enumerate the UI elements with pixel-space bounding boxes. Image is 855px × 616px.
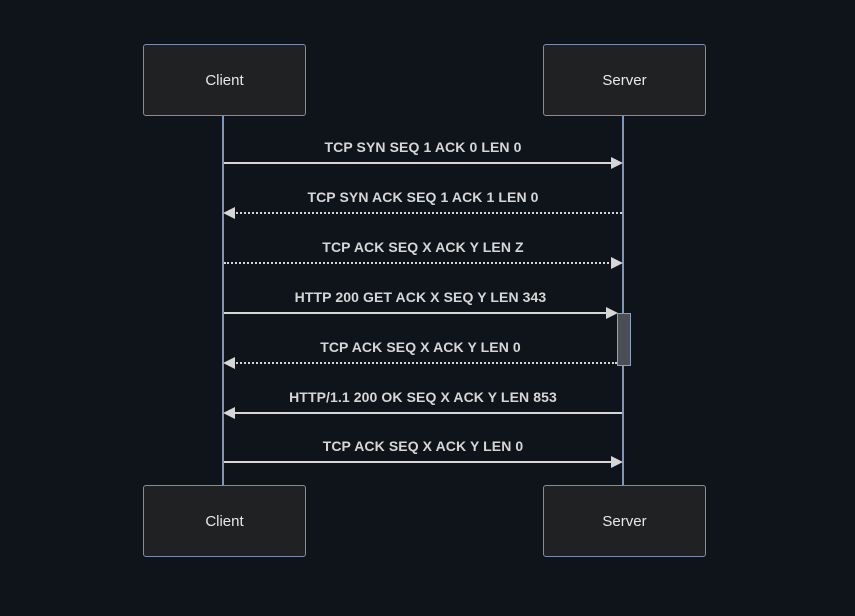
message-label: TCP ACK SEQ X ACK Y LEN 0 [322, 438, 524, 454]
message-line [224, 157, 623, 169]
message-line [223, 407, 622, 419]
activation-bar [617, 313, 631, 366]
message: HTTP/1.1 200 OK SEQ X ACK Y LEN 853 [223, 387, 622, 427]
message-label: TCP SYN SEQ 1 ACK 0 LEN 0 [324, 139, 522, 155]
actor-box-client-bottom: Client [143, 485, 306, 557]
arrowhead-icon [223, 357, 235, 369]
arrow-line [233, 212, 622, 214]
actor-label: Server [602, 71, 647, 89]
message-label: HTTP/1.1 200 OK SEQ X ACK Y LEN 853 [289, 389, 557, 405]
arrow-line [224, 461, 613, 463]
message: TCP SYN ACK SEQ 1 ACK 1 LEN 0 [223, 187, 622, 227]
actor-box-server-bottom: Server [543, 485, 706, 557]
actor-box-server-top: Server [543, 44, 706, 116]
arrow-line [224, 262, 613, 264]
message-label: TCP SYN ACK SEQ 1 ACK 1 LEN 0 [307, 189, 539, 205]
actor-label: Server [602, 512, 647, 530]
arrowhead-icon [223, 407, 235, 419]
lifeline-server [622, 113, 624, 486]
arrow-line [233, 412, 622, 414]
arrowhead-icon [611, 157, 623, 169]
message-line [224, 257, 623, 269]
message: TCP ACK SEQ X ACK Y LEN 0 [223, 337, 617, 377]
arrowhead-icon [223, 207, 235, 219]
message-label: HTTP 200 GET ACK X SEQ Y LEN 343 [294, 289, 547, 305]
message: TCP SYN SEQ 1 ACK 0 LEN 0 [224, 137, 623, 177]
message: HTTP 200 GET ACK X SEQ Y LEN 343 [224, 287, 618, 327]
message-line [223, 357, 617, 369]
arrow-line [233, 362, 617, 364]
actor-label: Client [205, 71, 244, 89]
arrow-line [224, 162, 613, 164]
message-line [224, 307, 618, 319]
message-label: TCP ACK SEQ X ACK Y LEN 0 [320, 339, 521, 355]
arrow-line [224, 312, 608, 314]
actor-label: Client [205, 512, 244, 530]
lifeline-client [222, 113, 224, 486]
actor-box-client-top: Client [143, 44, 306, 116]
message-line [223, 207, 622, 219]
message: TCP ACK SEQ X ACK Y LEN Z [224, 237, 623, 277]
message-label: TCP ACK SEQ X ACK Y LEN Z [322, 239, 524, 255]
message: TCP ACK SEQ X ACK Y LEN 0 [224, 436, 623, 476]
arrowhead-icon [606, 307, 618, 319]
arrowhead-icon [611, 257, 623, 269]
message-line [224, 456, 623, 468]
arrowhead-icon [611, 456, 623, 468]
